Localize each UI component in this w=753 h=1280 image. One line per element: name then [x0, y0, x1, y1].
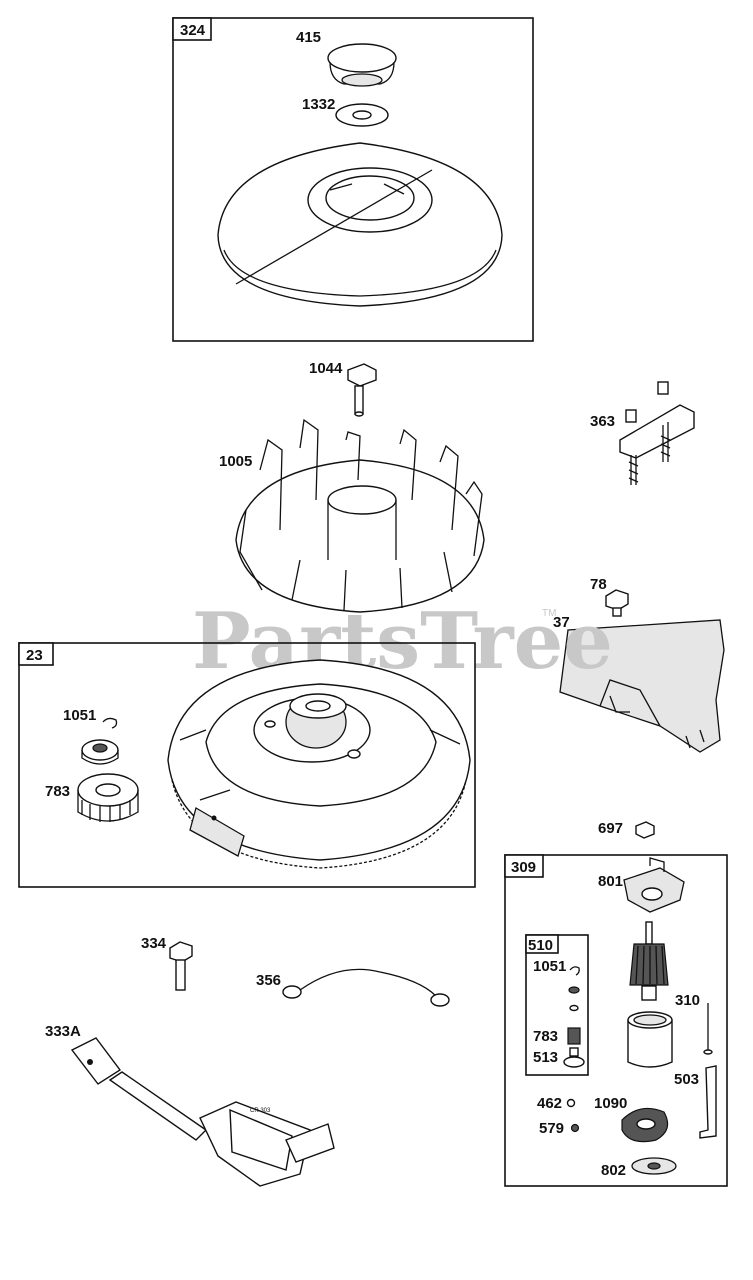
callout-1005: 1005: [219, 453, 252, 470]
part-510-clip[interactable]: [569, 966, 580, 976]
box-label-309: 309: [511, 859, 536, 876]
part-697-screw[interactable]: [635, 821, 655, 839]
part-1332-washer[interactable]: [335, 103, 389, 127]
callout-783-a: 783: [45, 783, 70, 800]
part-415-cap[interactable]: [327, 43, 397, 87]
callout-1332: 1332: [302, 96, 335, 113]
part-1090-brush-plate[interactable]: [621, 1107, 669, 1143]
callout-334: 334: [141, 935, 167, 952]
part-310-bolt[interactable]: [703, 1003, 713, 1055]
callout-78: 78: [590, 576, 607, 593]
part-333a-armature[interactable]: CR 303: [70, 1037, 335, 1187]
part-armature[interactable]: [629, 921, 669, 1001]
callout-783-b: 783: [533, 1028, 558, 1045]
part-579[interactable]: [570, 1123, 580, 1133]
watermark-tm: TM: [542, 608, 556, 619]
part-starter-housing[interactable]: [627, 1011, 673, 1068]
callout-415: 415: [296, 29, 321, 46]
callout-462: 462: [537, 1095, 562, 1112]
part-783-gear[interactable]: [77, 773, 139, 822]
box-324: 324: [172, 17, 534, 342]
callout-1051-a: 1051: [63, 707, 96, 724]
part-462[interactable]: [566, 1098, 576, 1108]
svg-text:CR 303: CR 303: [250, 1108, 271, 1114]
box-label-324: 324: [180, 22, 206, 39]
part-334-bolt[interactable]: [169, 941, 193, 991]
box-309: 309: [504, 854, 728, 1187]
box-label-510: 510: [528, 937, 553, 954]
part-23-flywheel[interactable]: [167, 659, 471, 869]
part-510-pinion[interactable]: [563, 1047, 585, 1068]
part-363-bracket[interactable]: [619, 381, 695, 485]
part-510-gear[interactable]: [567, 1027, 581, 1045]
callout-503: 503: [674, 1071, 699, 1088]
part-356-ground-wire[interactable]: [282, 968, 450, 1007]
callout-333a: 333A: [45, 1023, 81, 1040]
part-324-blower-housing[interactable]: [217, 142, 503, 307]
box-label-23: 23: [26, 647, 43, 664]
callout-579: 579: [539, 1120, 564, 1137]
callout-802: 802: [601, 1162, 626, 1179]
callout-1044: 1044: [309, 360, 343, 377]
part-1051-clip[interactable]: [102, 717, 118, 729]
callout-697: 697: [598, 820, 623, 837]
callout-356: 356: [256, 972, 281, 989]
part-1005-fan[interactable]: [235, 418, 485, 613]
part-37-air-guide[interactable]: [559, 619, 725, 753]
part-78-bolt[interactable]: [605, 589, 629, 617]
part-801-end-cap[interactable]: [623, 857, 685, 913]
callout-310: 310: [675, 992, 700, 1009]
part-802-end-plate[interactable]: [631, 1157, 677, 1175]
box-23: 23: [18, 642, 476, 888]
callout-801: 801: [598, 873, 623, 890]
part-1044-bolt[interactable]: [347, 363, 377, 417]
callout-1090: 1090: [594, 1095, 627, 1112]
callout-363: 363: [590, 413, 615, 430]
callout-513: 513: [533, 1049, 558, 1066]
callout-1051-b: 1051: [533, 958, 566, 975]
part-510-washers[interactable]: [568, 986, 580, 1012]
part-503-bracket[interactable]: [699, 1065, 717, 1139]
part-1051-washer[interactable]: [81, 739, 119, 765]
callout-37: 37: [553, 614, 570, 631]
box-510: 510: [525, 934, 589, 1076]
